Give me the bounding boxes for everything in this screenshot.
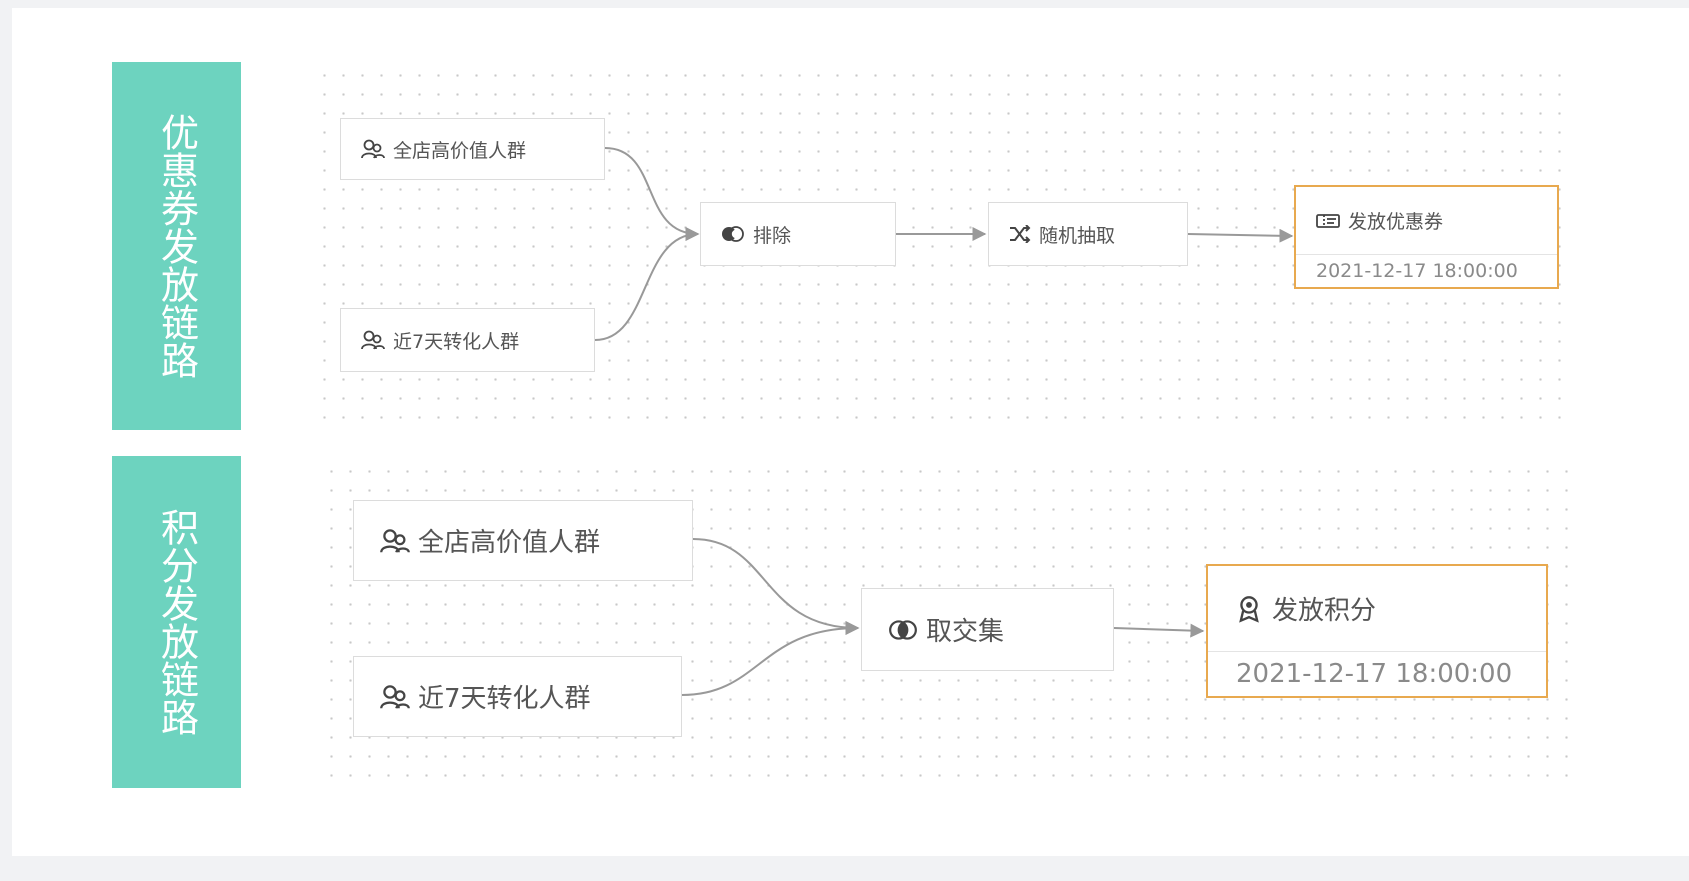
node-label: 排除	[753, 224, 792, 247]
shuffle-icon	[1009, 225, 1031, 243]
points-issue-time: 2021-12-17 18:00:00	[1236, 659, 1513, 689]
coupon-exclude-node[interactable]: 排除	[700, 202, 896, 266]
coupon-issue-header: 发放优惠券	[1296, 187, 1557, 255]
coupon-flow-title: 优惠券发放链路	[154, 113, 199, 379]
node-label: 取交集	[926, 617, 1005, 647]
node-label: 发放积分	[1272, 596, 1377, 626]
points-flow-label: 积分发放链路	[112, 456, 241, 788]
node-label: 全店高价值人群	[418, 528, 601, 558]
coupon-issue-node[interactable]: 发放优惠券 2021-12-17 18:00:00	[1294, 185, 1559, 289]
user-group-icon	[380, 527, 410, 555]
node-label: 发放优惠券	[1348, 211, 1444, 233]
node-label: 随机抽取	[1039, 224, 1116, 247]
award-icon	[1236, 595, 1262, 623]
points-intersect-node[interactable]: 取交集	[861, 588, 1114, 671]
points-flow-title: 积分发放链路	[154, 508, 199, 736]
exclude-icon	[721, 225, 745, 243]
user-group-icon	[361, 329, 385, 351]
node-label: 近7天转化人群	[393, 330, 520, 353]
node-label: 近7天转化人群	[418, 684, 591, 714]
points-issue-node[interactable]: 发放积分 2021-12-17 18:00:00	[1206, 564, 1548, 698]
coupon-source-recent-converted[interactable]: 近7天转化人群	[340, 308, 595, 372]
points-source-recent-converted[interactable]: 近7天转化人群	[353, 656, 682, 737]
user-group-icon	[361, 138, 385, 160]
coupon-flow-label: 优惠券发放链路	[112, 62, 241, 430]
points-source-high-value[interactable]: 全店高价值人群	[353, 500, 693, 581]
node-label: 全店高价值人群	[393, 139, 527, 162]
coupon-issue-time: 2021-12-17 18:00:00	[1316, 260, 1518, 282]
points-issue-header: 发放积分	[1208, 566, 1546, 652]
coupon-random-sample-node[interactable]: 随机抽取	[988, 202, 1188, 266]
coupon-source-high-value[interactable]: 全店高价值人群	[340, 118, 605, 180]
coupon-icon	[1316, 212, 1340, 230]
user-group-icon	[380, 683, 410, 711]
intersect-icon	[888, 619, 918, 641]
